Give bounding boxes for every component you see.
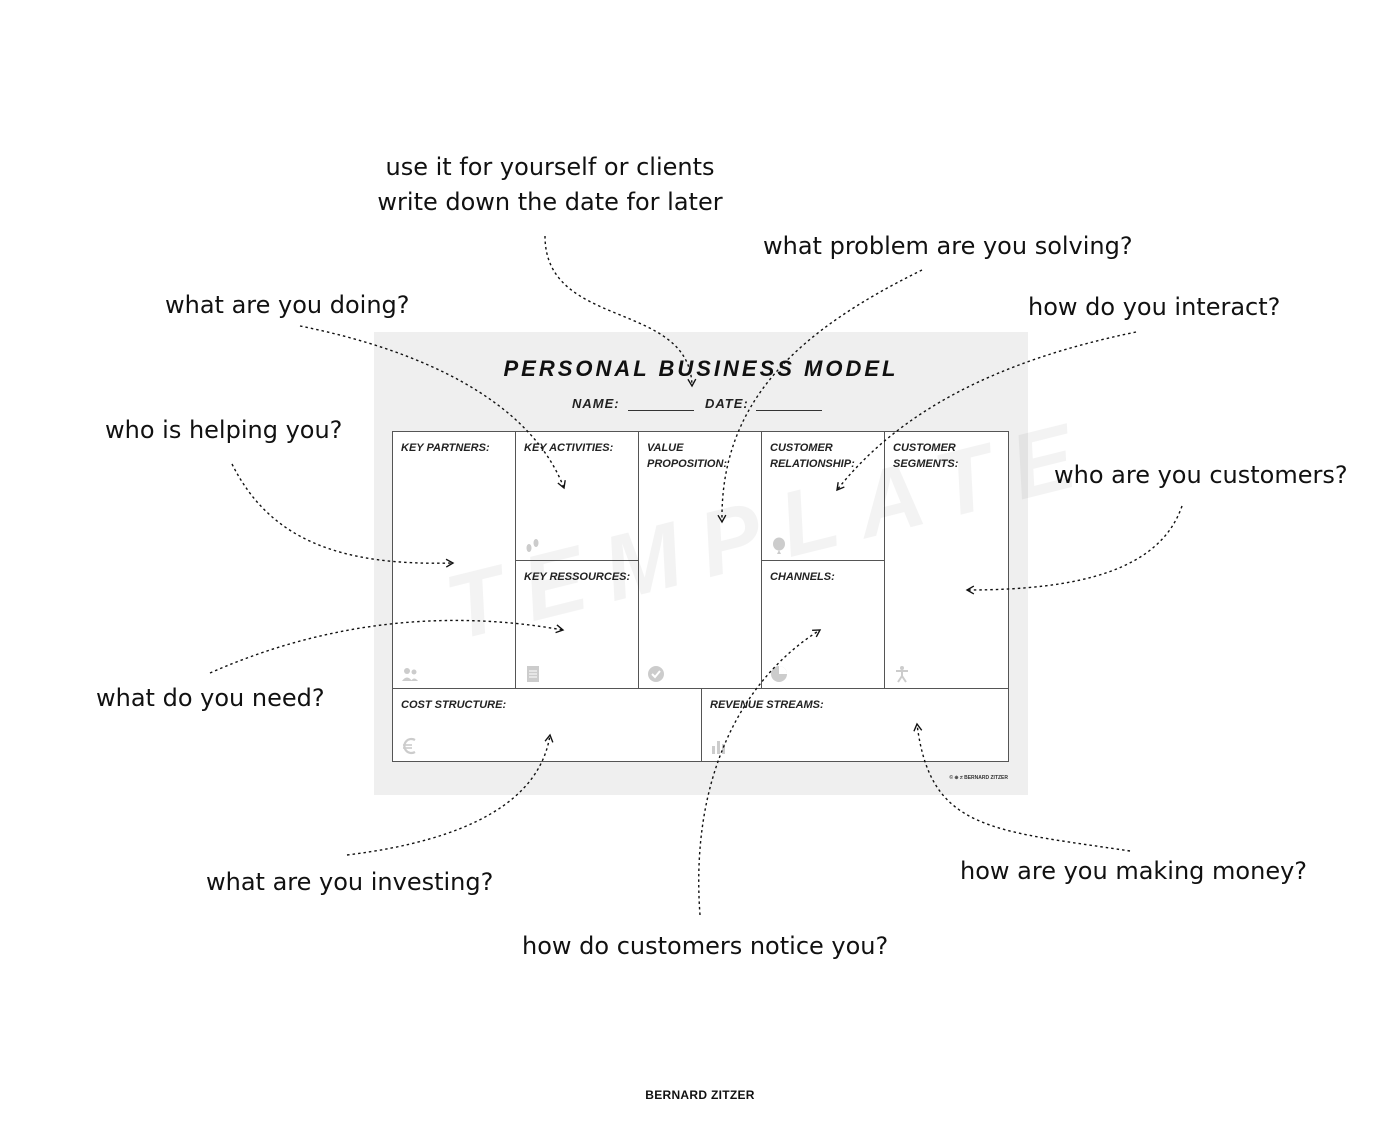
arrow-investing	[346, 733, 554, 856]
annotation-money: how are you making money?	[960, 857, 1308, 885]
cell-label: KEY RESSOURCES:	[524, 571, 631, 583]
arrow-need	[209, 619, 565, 674]
arrow-helping	[231, 463, 455, 568]
name-label: NAME:	[572, 396, 620, 411]
annotation-doing: what are you doing?	[165, 291, 410, 319]
people-icon	[402, 668, 418, 681]
cell-label: REVENUE STREAMS:	[710, 699, 824, 711]
date-label: DATE:	[705, 396, 749, 411]
cell-label: CHANNELS:	[770, 571, 835, 583]
cell-label: COST STRUCTURE:	[401, 699, 507, 711]
cell-value-proposition: VALUE PROPOSITION:	[638, 431, 763, 690]
footer-author: BERNARD ZITZER	[645, 1088, 755, 1102]
balloon-icon	[773, 537, 785, 554]
cell-customer-relationship: CUSTOMER RELATIONSHIP:	[761, 431, 886, 562]
cell-key-activities: KEY ACTIVITIES:	[515, 431, 640, 562]
arrow-notice	[698, 629, 822, 916]
euro-icon	[403, 737, 416, 755]
annotation-helping: who is helping you?	[105, 416, 343, 444]
cell-customer-segments: CUSTOMER SEGMENTS:	[884, 431, 1009, 690]
cell-label: CUSTOMER SEGMENTS:	[893, 442, 959, 470]
annotation-customers: who are you customers?	[1054, 461, 1348, 489]
annotation-usage-line2: write down the date for later	[377, 188, 723, 216]
cell-label: CUSTOMER RELATIONSHIP:	[770, 442, 855, 470]
cell-label: VALUE PROPOSITION:	[647, 442, 728, 470]
person-icon	[896, 666, 908, 683]
arrow-usage	[544, 235, 697, 388]
arrow-interact	[836, 331, 1137, 492]
annotation-problem: what problem are you solving?	[763, 232, 1133, 260]
annotation-investing: what are you investing?	[206, 868, 494, 896]
sheet-title: PERSONAL BUSINESS MODEL	[503, 356, 899, 381]
document-icon	[527, 666, 539, 682]
footsteps-icon	[526, 539, 539, 552]
date-blank	[756, 410, 822, 411]
bar-chart-icon	[712, 741, 725, 754]
cell-label: KEY ACTIVITIES:	[524, 442, 614, 454]
arrow-money	[913, 722, 1131, 852]
cell-cost-structure: COST STRUCTURE:	[392, 688, 703, 762]
annotation-usage: use it for yourself or clients write dow…	[372, 150, 728, 220]
cell-label: KEY PARTNERS:	[401, 442, 490, 454]
check-circle-icon	[648, 666, 664, 682]
arrow-doing	[299, 325, 566, 490]
cell-channels: CHANNELS:	[761, 560, 886, 690]
arrow-problem	[717, 269, 923, 524]
business-model-sheet: PERSONAL BUSINESS MODEL NAME: DATE: KEY …	[374, 332, 1028, 795]
cell-revenue-streams: REVENUE STREAMS:	[701, 688, 1009, 762]
pie-icon	[771, 666, 787, 682]
arrow-customers	[965, 505, 1183, 595]
copyright-note: © ⊕ ≠ BERNARD ZITZER	[949, 775, 1008, 781]
annotation-usage-line1: use it for yourself or clients	[385, 153, 715, 181]
annotation-interact: how do you interact?	[1028, 293, 1281, 321]
annotation-notice: how do customers notice you?	[522, 932, 889, 960]
annotation-need: what do you need?	[96, 684, 325, 712]
name-blank	[628, 410, 694, 411]
